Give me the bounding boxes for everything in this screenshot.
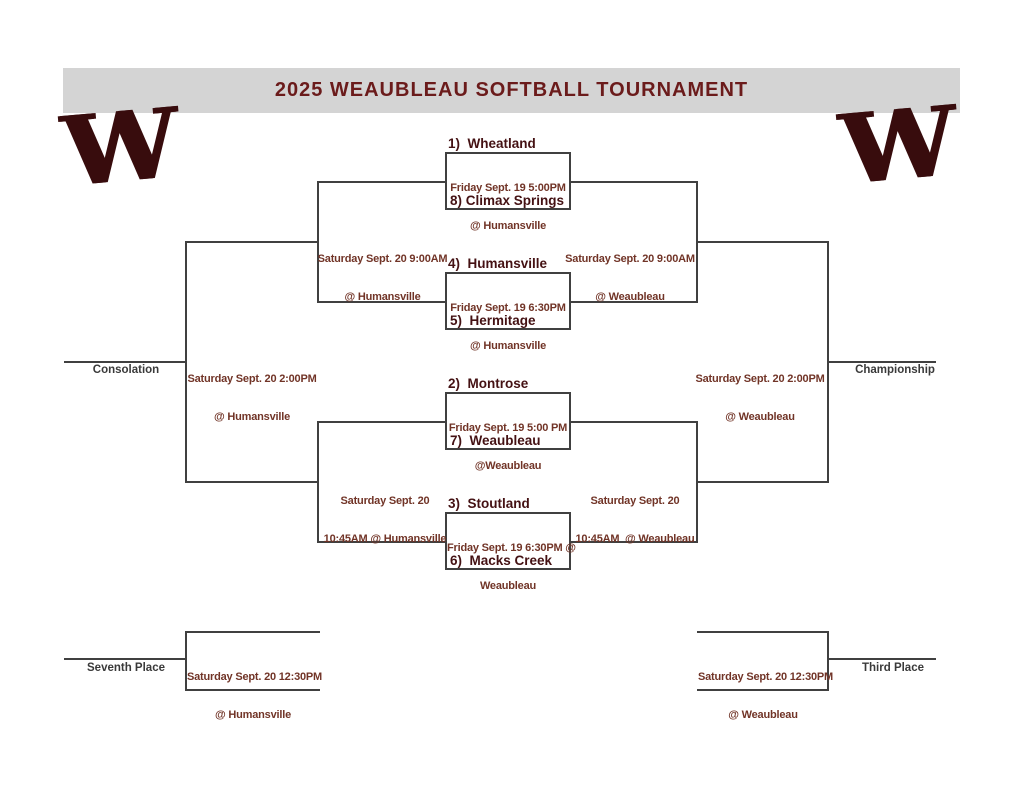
weaubleau-w-logo-right: W: [834, 84, 961, 207]
bracket-line-h: [185, 689, 320, 691]
tournament-title: 2025 WEAUBLEAU SOFTBALL TOURNAMENT: [274, 79, 749, 101]
bracket-line-h: [317, 541, 446, 543]
schedule-when: Saturday Sept. 20 2:00PM: [695, 373, 825, 385]
bracket-line-h: [696, 481, 829, 483]
bracket-line-h: [697, 689, 829, 691]
semifinal-right-lower-schedule: Saturday Sept. 20 10:45AM @ Weaubleau: [565, 470, 705, 570]
team-seed-8: 8) Climax Springs: [450, 193, 565, 208]
schedule-when: Saturday Sept. 20: [340, 495, 430, 507]
bracket-line-h: [185, 631, 320, 633]
team-seed-5: 5) Hermitage: [450, 313, 536, 328]
championship-label: Championship: [855, 364, 935, 376]
team-seed-3: 3) Stoutland: [448, 496, 530, 511]
bracket-line-h: [696, 241, 829, 243]
game-4-box: Friday Sept. 19 6:30PM @ Weaubleau 6) Ma…: [445, 512, 576, 592]
game-1-schedule: Friday Sept. 19 5:00PM @ Humansville: [447, 154, 569, 257]
game-3-schedule: Friday Sept. 19 5:00 PM @Weaubleau: [447, 394, 569, 497]
game-3-box: Friday Sept. 19 5:00 PM @Weaubleau 7) We…: [445, 392, 571, 472]
schedule-when: Saturday Sept. 20 12:30PM: [698, 671, 834, 683]
schedule-where: 10:45AM @ Humansville: [323, 532, 447, 545]
consolation-schedule: Saturday Sept. 20 2:00PM @ Humansville: [182, 348, 322, 448]
bracket-line-h: [571, 301, 698, 303]
schedule-where: @ Humansville: [214, 410, 290, 423]
semifinal-left-upper-schedule: Saturday Sept. 20 9:00AM @ Humansville: [310, 228, 455, 328]
team-seed-1: 1) Wheatland: [448, 136, 536, 151]
schedule-when: Saturday Sept. 20 12:30PM: [187, 671, 323, 683]
schedule-where: @ Humansville: [344, 290, 421, 303]
schedule-where: 10:45AM @ Weaubleau: [575, 532, 695, 545]
schedule-when: Saturday Sept. 20 9:00AM: [565, 253, 695, 265]
title-banner: 2025 WEAUBLEAU SOFTBALL TOURNAMENT: [63, 68, 960, 113]
seventh-place-line: [64, 658, 187, 660]
schedule-where: @ Humansville: [470, 339, 546, 352]
seventh-place-schedule: Saturday Sept. 20 12:30PM @ Humansville: [187, 646, 323, 746]
consolation-line: [64, 361, 187, 363]
bracket-line-h: [571, 541, 698, 543]
schedule-where: @Weaubleau: [474, 459, 542, 472]
consolation-label: Consolation: [92, 364, 160, 376]
third-place-label: Third Place: [862, 662, 924, 674]
bracket-line-h: [317, 301, 446, 303]
team-seed-7: 7) Weaubleau: [450, 433, 541, 448]
schedule-where: @ Humansville: [215, 708, 291, 721]
third-place-line: [827, 658, 936, 660]
schedule-where: @ Humansville: [470, 219, 546, 232]
schedule-where: @ Weaubleau: [725, 410, 795, 423]
bracket-line-h: [697, 631, 829, 633]
schedule-where: @ Weaubleau: [595, 290, 665, 303]
bracket-line-h: [571, 181, 698, 183]
game-2-box: Friday Sept. 19 6:30PM @ Humansville 5) …: [445, 272, 571, 352]
championship-schedule: Saturday Sept. 20 2:00PM @ Weaubleau: [690, 348, 830, 448]
third-place-schedule: Saturday Sept. 20 12:30PM @ Weaubleau: [698, 646, 834, 746]
bracket-line-h: [317, 421, 446, 423]
seventh-place-label: Seventh Place: [87, 662, 165, 674]
schedule-where: Weaubleau: [479, 579, 537, 592]
bracket-line-h: [317, 181, 446, 183]
weaubleau-w-logo-left: W: [56, 86, 183, 209]
championship-line: [827, 361, 936, 363]
schedule-where: @ Weaubleau: [728, 708, 798, 721]
schedule-when: Friday Sept. 19 5:00 PM: [448, 422, 568, 434]
semifinal-right-upper-schedule: Saturday Sept. 20 9:00AM @ Weaubleau: [560, 228, 700, 328]
bracket-line-h: [185, 241, 319, 243]
bracket-line-v: [185, 631, 187, 691]
game-2-schedule: Friday Sept. 19 6:30PM @ Humansville: [447, 274, 569, 377]
bracket-line-v: [827, 631, 829, 691]
schedule-when: Saturday Sept. 20 9:00AM: [317, 253, 448, 265]
bracket-line-h: [185, 481, 319, 483]
schedule-when: Saturday Sept. 20 2:00PM: [187, 373, 317, 385]
team-seed-4: 4) Humansville: [448, 256, 548, 271]
game-1-box: Friday Sept. 19 5:00PM @ Humansville 8) …: [445, 152, 571, 232]
bracket-line-h: [571, 421, 698, 423]
schedule-when: Saturday Sept. 20: [590, 495, 680, 507]
schedule-when: Friday Sept. 19 5:00PM: [450, 182, 566, 194]
schedule-when: Friday Sept. 19 6:30PM: [450, 302, 566, 314]
semifinal-left-lower-schedule: Saturday Sept. 20 10:45AM @ Humansville: [315, 470, 455, 570]
team-seed-6: 6) Macks Creek: [450, 553, 553, 568]
team-seed-2: 2) Montrose: [448, 376, 529, 391]
